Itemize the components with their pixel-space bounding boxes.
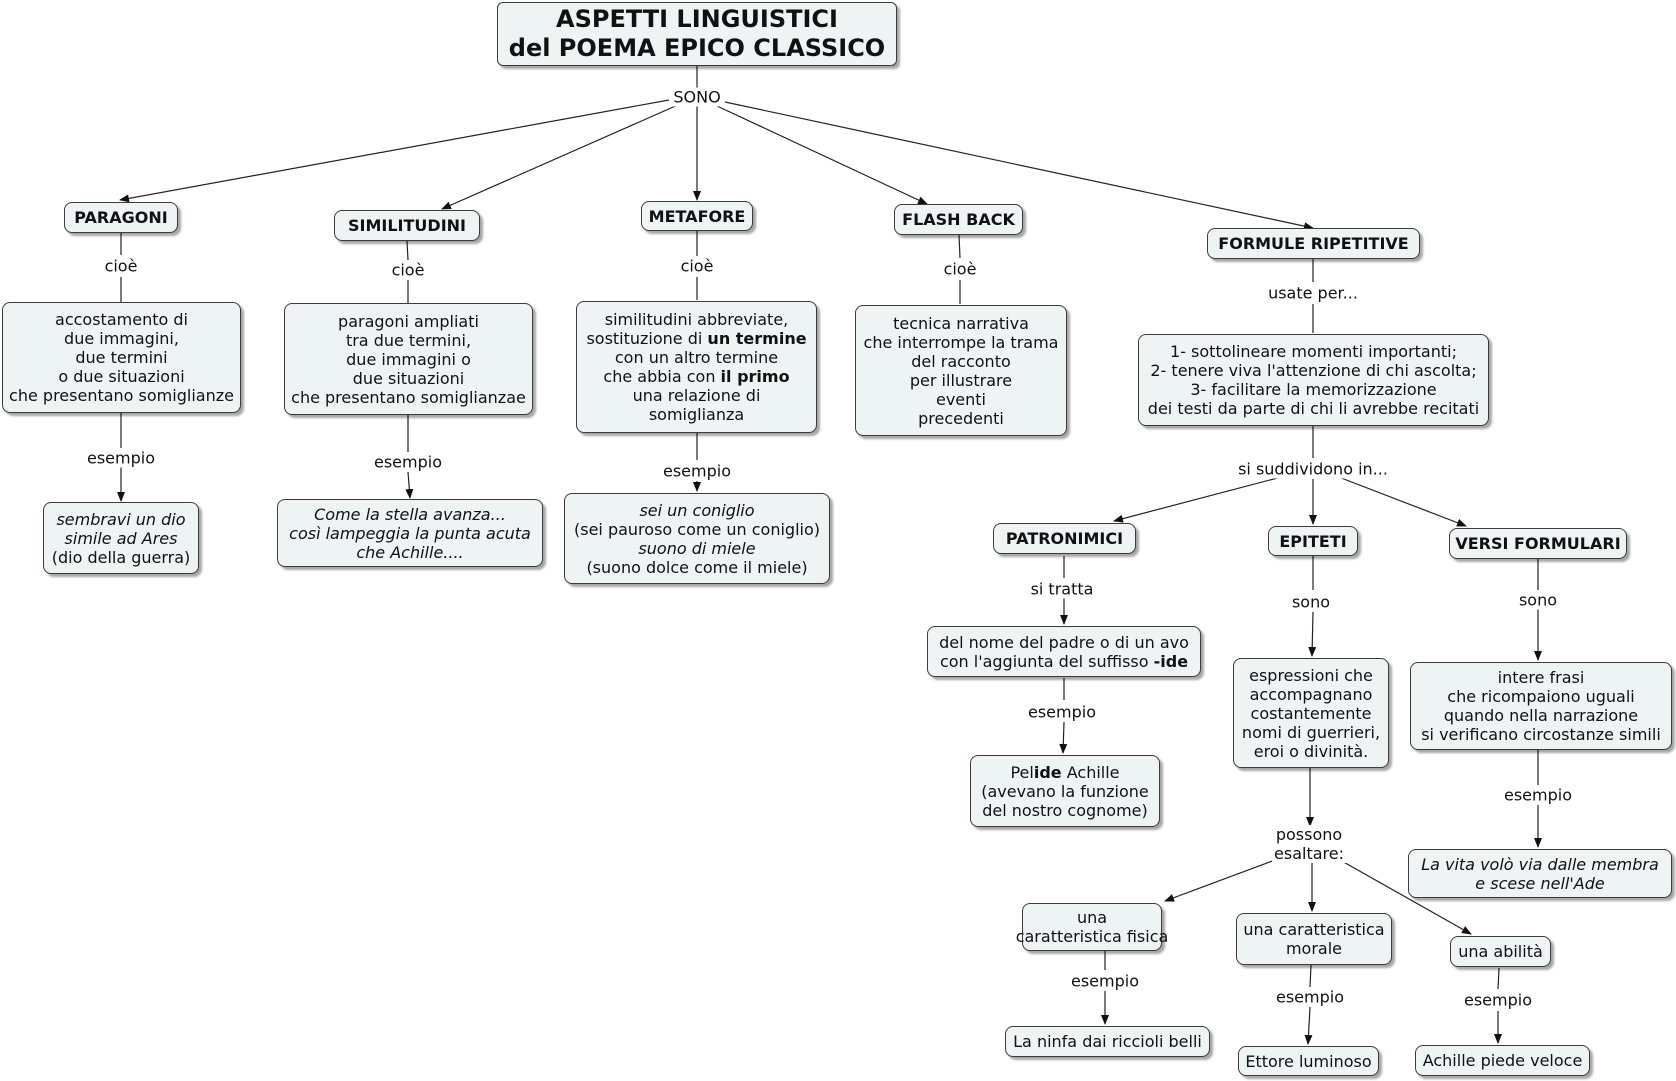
concept-versi-formulari[interactable]: VERSI FORMULARI xyxy=(1449,528,1627,559)
patronimici-example[interactable]: Pelide Achille (avevano la funzione del … xyxy=(970,755,1160,827)
patronimici-definition[interactable]: del nome del padre o di un avo con l'agg… xyxy=(927,626,1201,677)
link-label-sono: SONO xyxy=(671,87,723,107)
link-label-metafore-esempio: esempio xyxy=(661,461,733,481)
versi-definition[interactable]: intere frasi che ricompaiono uguali quan… xyxy=(1410,662,1672,750)
metafore-example[interactable]: sei un coniglio (sei pauroso come un con… xyxy=(564,493,830,584)
link-label-paragoni-esempio: esempio xyxy=(85,448,157,468)
concept-similitudini[interactable]: SIMILITUDINI xyxy=(334,210,480,241)
versi-example[interactable]: La vita volò via dalle membra e scese ne… xyxy=(1408,849,1672,898)
paragoni-example[interactable]: sembravi un dio simile ad Ares (dio dell… xyxy=(43,502,199,574)
title-line-1: ASPETTI LINGUISTICI xyxy=(556,5,838,33)
metafore-label: METAFORE xyxy=(648,206,746,226)
formule-label: FORMULE RIPETITIVE xyxy=(1218,234,1409,253)
epiteti-fisica-example[interactable]: La ninfa dai riccioli belli xyxy=(1005,1026,1210,1057)
concept-flash-back[interactable]: FLASH BACK xyxy=(894,204,1023,235)
link-label-possono-esaltare: possono esaltare: xyxy=(1272,825,1346,863)
link-label-metafore-cioe: cioè xyxy=(678,256,716,276)
flashback-definition[interactable]: tecnica narrativa che interrompe la tram… xyxy=(855,305,1067,436)
link-label-si-suddividono: si suddividono in... xyxy=(1236,459,1390,479)
title-node[interactable]: ASPETTI LINGUISTICI del POEMA EPICO CLAS… xyxy=(497,2,897,66)
link-label-fisica-esempio: esempio xyxy=(1069,971,1141,991)
paragoni-definition[interactable]: accostamento di due immagini, due termin… xyxy=(2,302,241,413)
epiteti-morale-example[interactable]: Ettore luminoso xyxy=(1238,1046,1379,1076)
epiteti-caratteristica-fisica[interactable]: una caratteristica fisica xyxy=(1016,903,1168,951)
paragoni-label: PARAGONI xyxy=(74,208,168,227)
flashback-label: FLASH BACK xyxy=(902,210,1015,229)
versi-label: VERSI FORMULARI xyxy=(1455,534,1621,553)
concept-paragoni[interactable]: PARAGONI xyxy=(64,202,178,233)
link-label-similitudini-esempio: esempio xyxy=(372,452,444,472)
concept-epiteti[interactable]: EPITETI xyxy=(1268,526,1358,556)
link-label-versi-esempio: esempio xyxy=(1502,785,1574,805)
concept-patronimici[interactable]: PATRONIMICI xyxy=(993,523,1136,554)
link-label-flashback-cioe: cioè xyxy=(941,259,979,279)
link-label-morale-esempio: esempio xyxy=(1274,987,1346,1007)
concept-metafore[interactable]: METAFORE xyxy=(641,201,753,231)
concept-formule-ripetitive[interactable]: FORMULE RIPETITIVE xyxy=(1207,228,1420,259)
epiteti-caratteristica-morale[interactable]: una caratteristica morale xyxy=(1236,913,1392,965)
similitudini-label: SIMILITUDINI xyxy=(348,216,466,235)
metafore-definition[interactable]: similitudini abbreviate, sostituzione di… xyxy=(576,301,817,433)
link-label-patronimici-esempio: esempio xyxy=(1026,702,1098,722)
similitudini-example[interactable]: Come la stella avanza... così lampeggia … xyxy=(277,499,543,567)
epiteti-abilita[interactable]: una abilità xyxy=(1450,936,1551,967)
similitudini-definition[interactable]: paragoni ampliati tra due termini, due i… xyxy=(284,303,533,415)
patronimici-label: PATRONIMICI xyxy=(1005,529,1124,548)
link-label-similitudini-cioe: cioè xyxy=(389,260,427,280)
epiteti-definition[interactable]: espressioni che accompagnano costantemen… xyxy=(1233,658,1389,768)
formule-purposes[interactable]: 1- sottolineare momenti importanti; 2- t… xyxy=(1138,334,1489,426)
link-label-usate-per: usate per... xyxy=(1266,283,1360,303)
epiteti-abilita-example[interactable]: Achille piede veloce xyxy=(1415,1045,1590,1076)
link-label-si-tratta: si tratta xyxy=(1028,579,1096,599)
title-line-2: del POEMA EPICO CLASSICO xyxy=(508,34,886,62)
link-label-versi-sono: sono xyxy=(1516,590,1560,610)
link-label-epiteti-sono: sono xyxy=(1289,592,1333,612)
link-label-paragoni-cioe: cioè xyxy=(102,256,140,276)
epiteti-label: EPITETI xyxy=(1279,531,1347,551)
link-label-abilita-esempio: esempio xyxy=(1462,990,1534,1010)
